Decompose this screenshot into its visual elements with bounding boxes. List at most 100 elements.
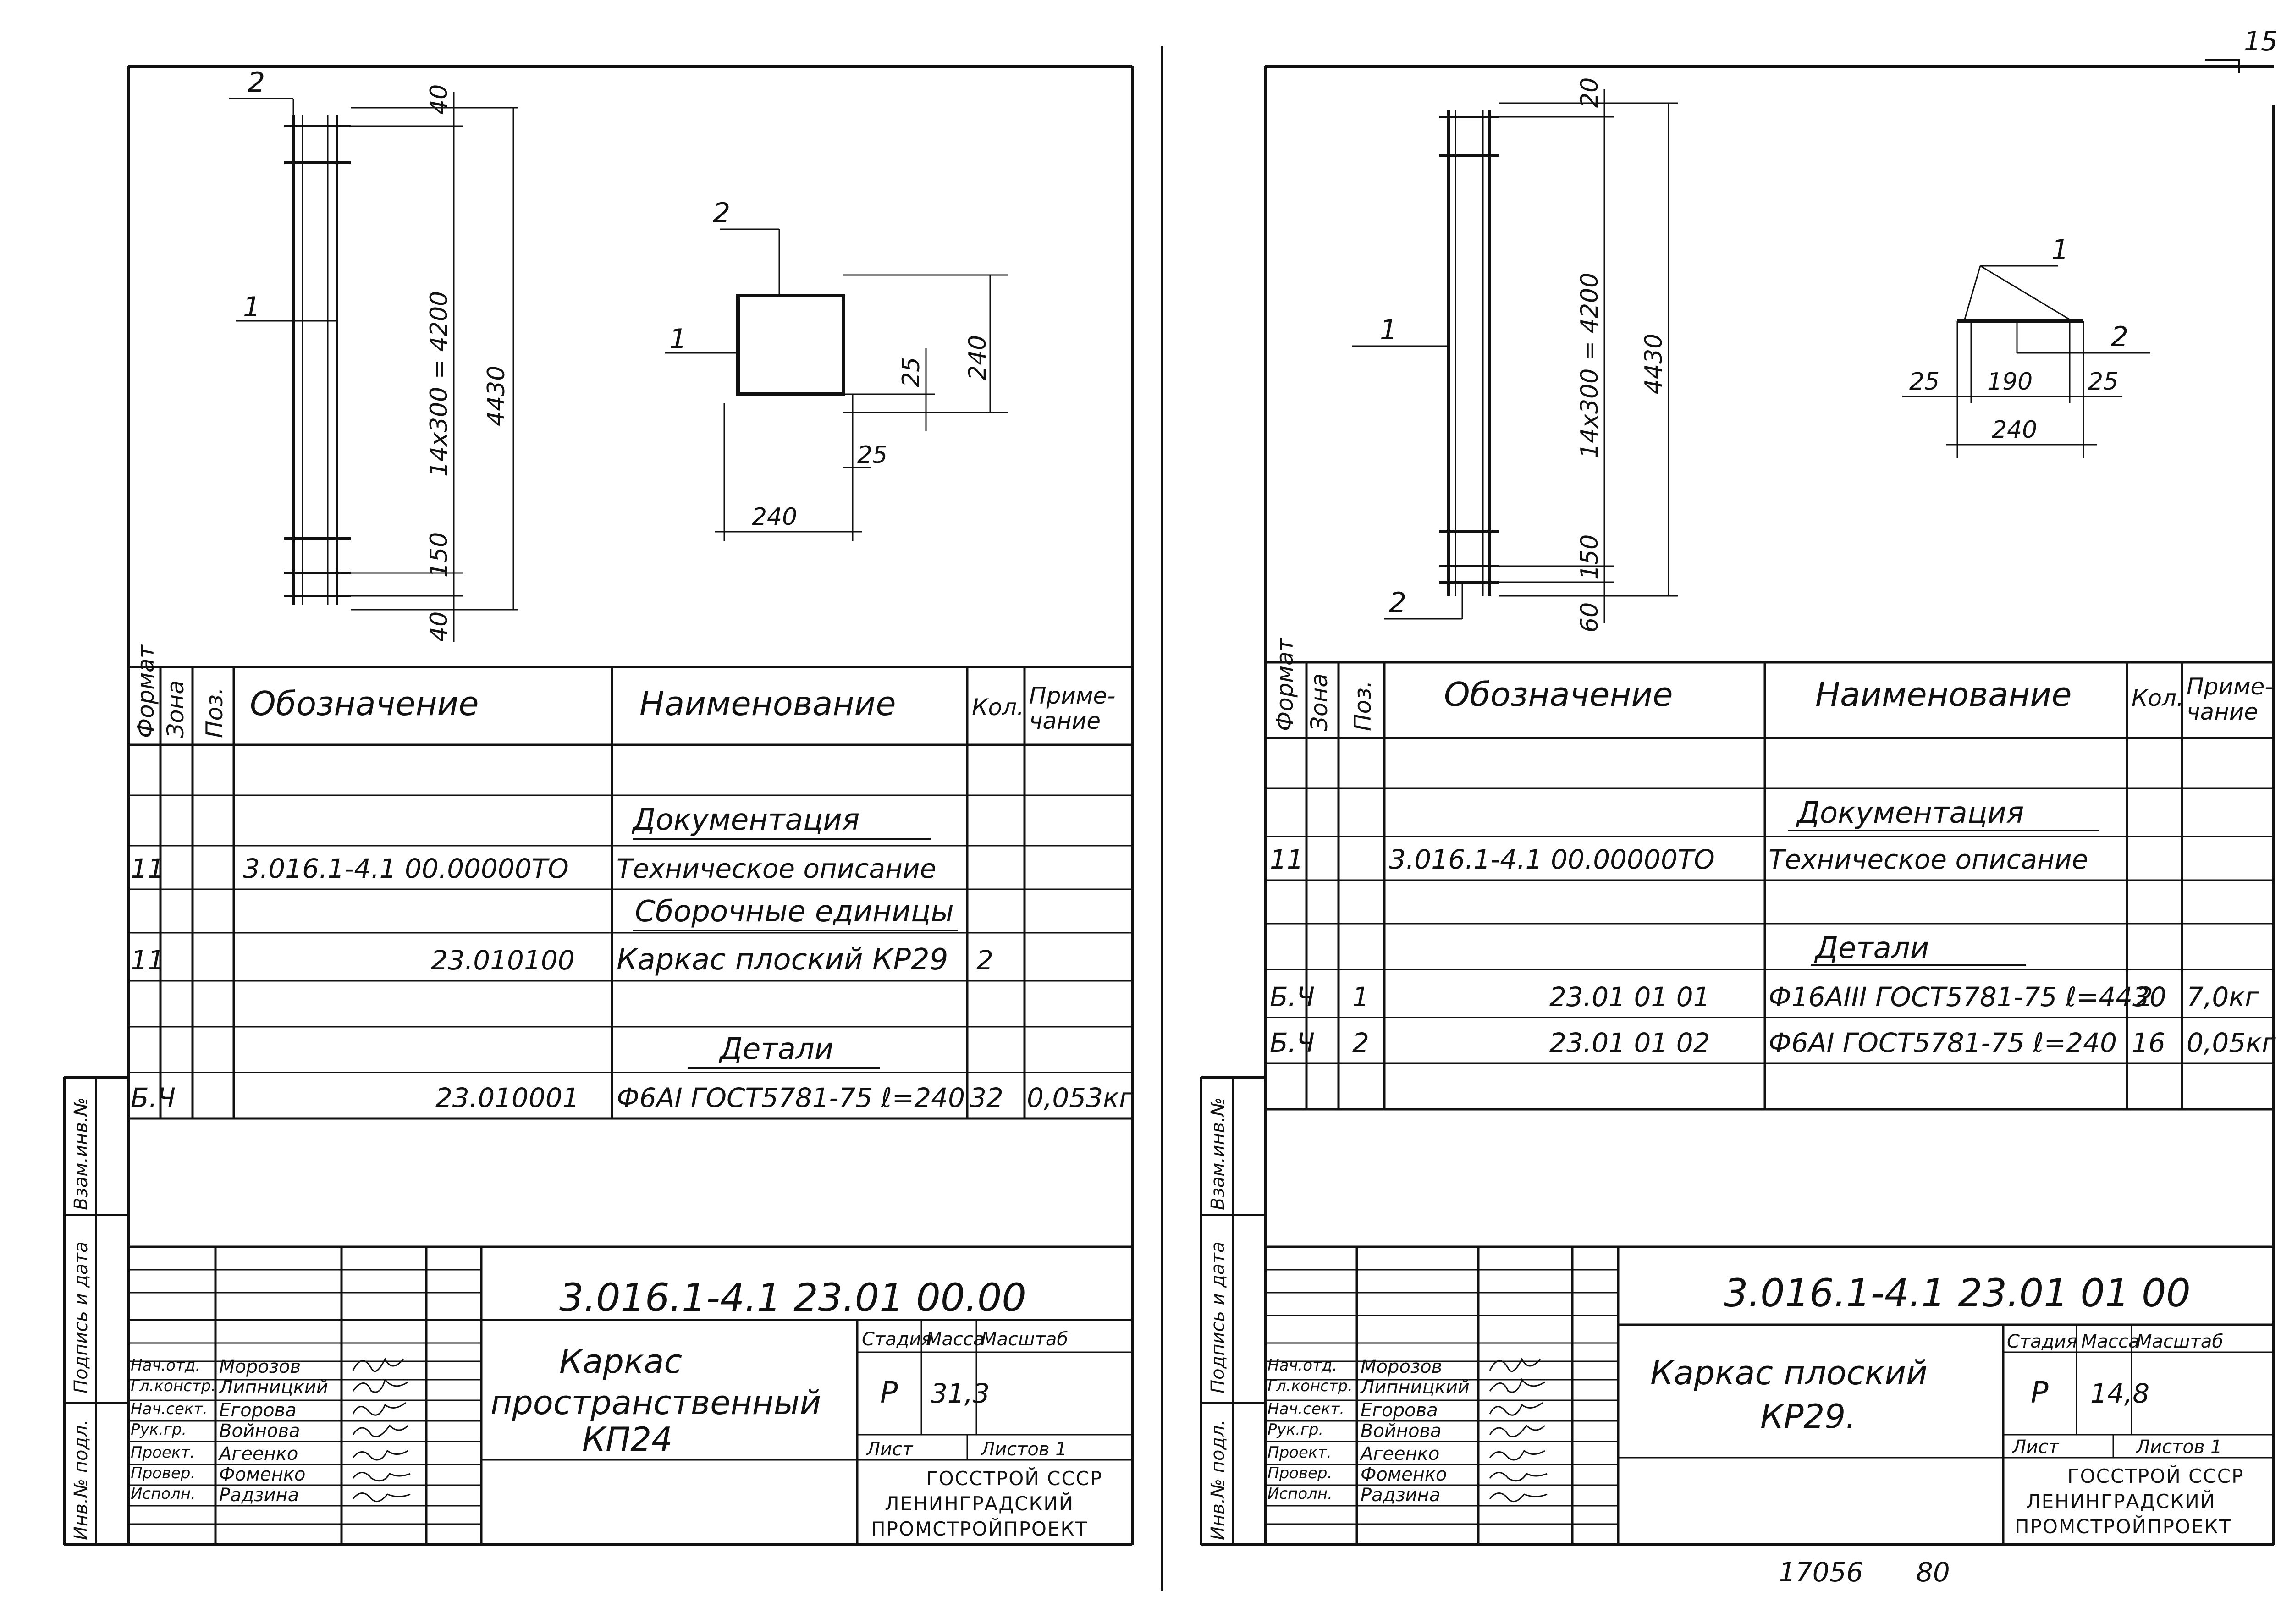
left-sheet-label: Лист xyxy=(865,1439,914,1460)
right-dim-60: 60 xyxy=(1576,602,1603,633)
right-role-3: Нач.сект. xyxy=(1267,1400,1344,1418)
right-dim-4200: 14x300 = 4200 xyxy=(1576,273,1603,458)
right-row5-pos: 2 xyxy=(1352,1027,1369,1058)
right-role-2: Гл.констр. xyxy=(1267,1377,1353,1395)
left-scale-label: Масштаб xyxy=(981,1329,1068,1350)
right-mass-value: 14,8 xyxy=(2090,1378,2149,1409)
left-row2-name: Техническое описание xyxy=(617,853,936,884)
right-hdr-qty: Кол. xyxy=(2132,685,2184,711)
left-org-line3: ПРОМСТРОЙПРОЕКТ xyxy=(871,1517,1088,1540)
left-row6-note: 0,053кг xyxy=(1027,1082,1133,1113)
left-row4-qty: 2 xyxy=(976,945,993,976)
left-doc-code: 3.016.1-4.1 23.01 00.00 xyxy=(559,1275,1026,1320)
left-role-7: Исполн. xyxy=(131,1485,196,1503)
right-row4-name: Ф16АIII ГОСТ5781-75 ℓ=4430 xyxy=(1769,981,2166,1013)
footer-page: 80 xyxy=(1916,1557,1950,1588)
right-name-7: Радзина xyxy=(1361,1485,1440,1506)
right-mass-label: Масса xyxy=(2081,1331,2140,1352)
left-row1-name: Документация xyxy=(631,803,860,837)
left-sec-pos-2: 2 xyxy=(713,197,730,229)
right-name-2: Липницкий xyxy=(1360,1377,1470,1398)
right-hdr-note: Приме-чание xyxy=(2187,673,2273,725)
right-role-1: Нач.отд. xyxy=(1267,1356,1337,1375)
right-row4-note: 7,0кг xyxy=(2187,981,2259,1013)
side-stamp-signature: Подпись и дата xyxy=(1207,1242,1229,1393)
left-row4-name: Каркас плоский КР29 xyxy=(617,943,948,977)
side-stamp-inv: Инв.№ подл. xyxy=(1207,1420,1229,1540)
left-name-1: Морозов xyxy=(219,1356,301,1377)
right-row4-pos: 1 xyxy=(1352,981,1369,1013)
right-dim-25-left: 25 xyxy=(1909,368,1939,396)
left-signatures xyxy=(352,1357,411,1503)
right-name-3: Егорова xyxy=(1361,1400,1438,1421)
left-dim-4430: 4430 xyxy=(483,366,510,426)
left-name-4: Войнова xyxy=(219,1420,300,1442)
left-hdr-pos: Поз. xyxy=(201,687,228,738)
left-org-line2: ЛЕНИНГРАДСКИЙ xyxy=(885,1492,1074,1515)
left-title-line2: пространственный xyxy=(490,1383,821,1422)
left-dim-4200: 14x300 = 4200 xyxy=(425,291,453,477)
left-mass-label: Масса xyxy=(926,1329,985,1350)
footer-number: 17056 xyxy=(1779,1557,1863,1588)
right-row3-name: Детали xyxy=(1814,931,1929,965)
right-hdr-pos: Поз. xyxy=(1350,680,1376,731)
right-sec-pos-1: 1 xyxy=(2051,234,2069,266)
side-stamp-replace: Взам.инв.№ xyxy=(71,1097,92,1210)
right-sheet: 15 Инв.№ подл. Подпись и дата Взам.инв.№ xyxy=(1200,26,2278,1546)
right-signatures xyxy=(1489,1357,1548,1503)
right-row5-name: Ф6АI ГОСТ5781-75 ℓ=240 xyxy=(1769,1027,2117,1058)
right-row4-format: Б.Ч xyxy=(1270,981,1315,1013)
right-row5-designation: 23.01 01 02 xyxy=(1549,1027,1710,1058)
right-name-6: Фоменко xyxy=(1361,1464,1447,1485)
left-hdr-designation: Обозначение xyxy=(250,684,479,723)
right-row1-name: Документация xyxy=(1796,796,2024,830)
left-name-2: Липницкий xyxy=(218,1377,328,1398)
right-name-5: Агеенко xyxy=(1359,1443,1439,1464)
right-role-6: Провер. xyxy=(1267,1464,1332,1482)
left-role-3: Нач.сект. xyxy=(131,1400,208,1418)
left-name-3: Егорова xyxy=(219,1400,297,1421)
left-row6-designation: 23.010001 xyxy=(435,1082,579,1113)
right-title-line1: Каркас плоский xyxy=(1650,1354,1928,1392)
right-row5-note: 0,05кг xyxy=(2187,1027,2276,1058)
side-stamp-replace: Взам.инв.№ xyxy=(1207,1097,1229,1210)
left-spec-table xyxy=(128,666,1132,1120)
right-row4-designation: 23.01 01 01 xyxy=(1549,981,1710,1013)
right-dim-240: 240 xyxy=(1992,416,2037,444)
left-row6-qty: 32 xyxy=(970,1082,1003,1113)
left-role-1: Нач.отд. xyxy=(131,1356,200,1375)
left-sheets-label: Листов 1 xyxy=(980,1439,1067,1460)
right-section xyxy=(1902,265,2150,458)
right-role-7: Исполн. xyxy=(1267,1485,1333,1503)
right-scale-label: Масштаб xyxy=(2136,1331,2223,1352)
left-dim-240-v: 240 xyxy=(964,335,992,380)
left-dim-40-bottom: 40 xyxy=(425,611,453,642)
right-role-4: Рук.гр. xyxy=(1267,1420,1323,1439)
left-elev-pos-1: 1 xyxy=(243,291,260,323)
left-row2-designation: 3.016.1-4.1 00.00000ТО xyxy=(243,853,569,884)
left-dim-240-h: 240 xyxy=(752,503,797,531)
left-role-4: Рук.гр. xyxy=(131,1420,187,1439)
right-hdr-name: Наименование xyxy=(1815,675,2072,714)
left-dim-25-v: 25 xyxy=(898,357,925,387)
right-dim-25-right: 25 xyxy=(2088,368,2118,396)
right-row2-name: Техническое описание xyxy=(1769,844,2088,875)
left-title-line3: КП24 xyxy=(582,1420,672,1459)
right-org-line3: ПРОМСТРОЙПРОЕКТ xyxy=(2015,1515,2231,1538)
left-row2-format: 11 xyxy=(131,853,165,884)
left-role-5: Проект. xyxy=(131,1443,195,1462)
right-org-line2: ЛЕНИНГРАДСКИЙ xyxy=(2026,1490,2215,1513)
left-dim-150: 150 xyxy=(425,532,453,578)
right-row5-format: Б.Ч xyxy=(1270,1027,1315,1058)
right-row4-qty: 2 xyxy=(2136,981,2153,1013)
left-dim-25-h: 25 xyxy=(857,441,887,469)
left-role-2: Гл.констр. xyxy=(131,1377,216,1395)
left-hdr-qty: Кол. xyxy=(972,694,1024,721)
left-title-line1: Каркас xyxy=(559,1342,682,1381)
right-row5-qty: 16 xyxy=(2132,1027,2165,1058)
right-sheets-label: Листов 1 xyxy=(2135,1437,2222,1458)
left-sec-pos-1: 1 xyxy=(669,323,687,355)
left-stage-label: Стадия xyxy=(862,1329,932,1350)
right-dim-4430: 4430 xyxy=(1640,334,1668,394)
